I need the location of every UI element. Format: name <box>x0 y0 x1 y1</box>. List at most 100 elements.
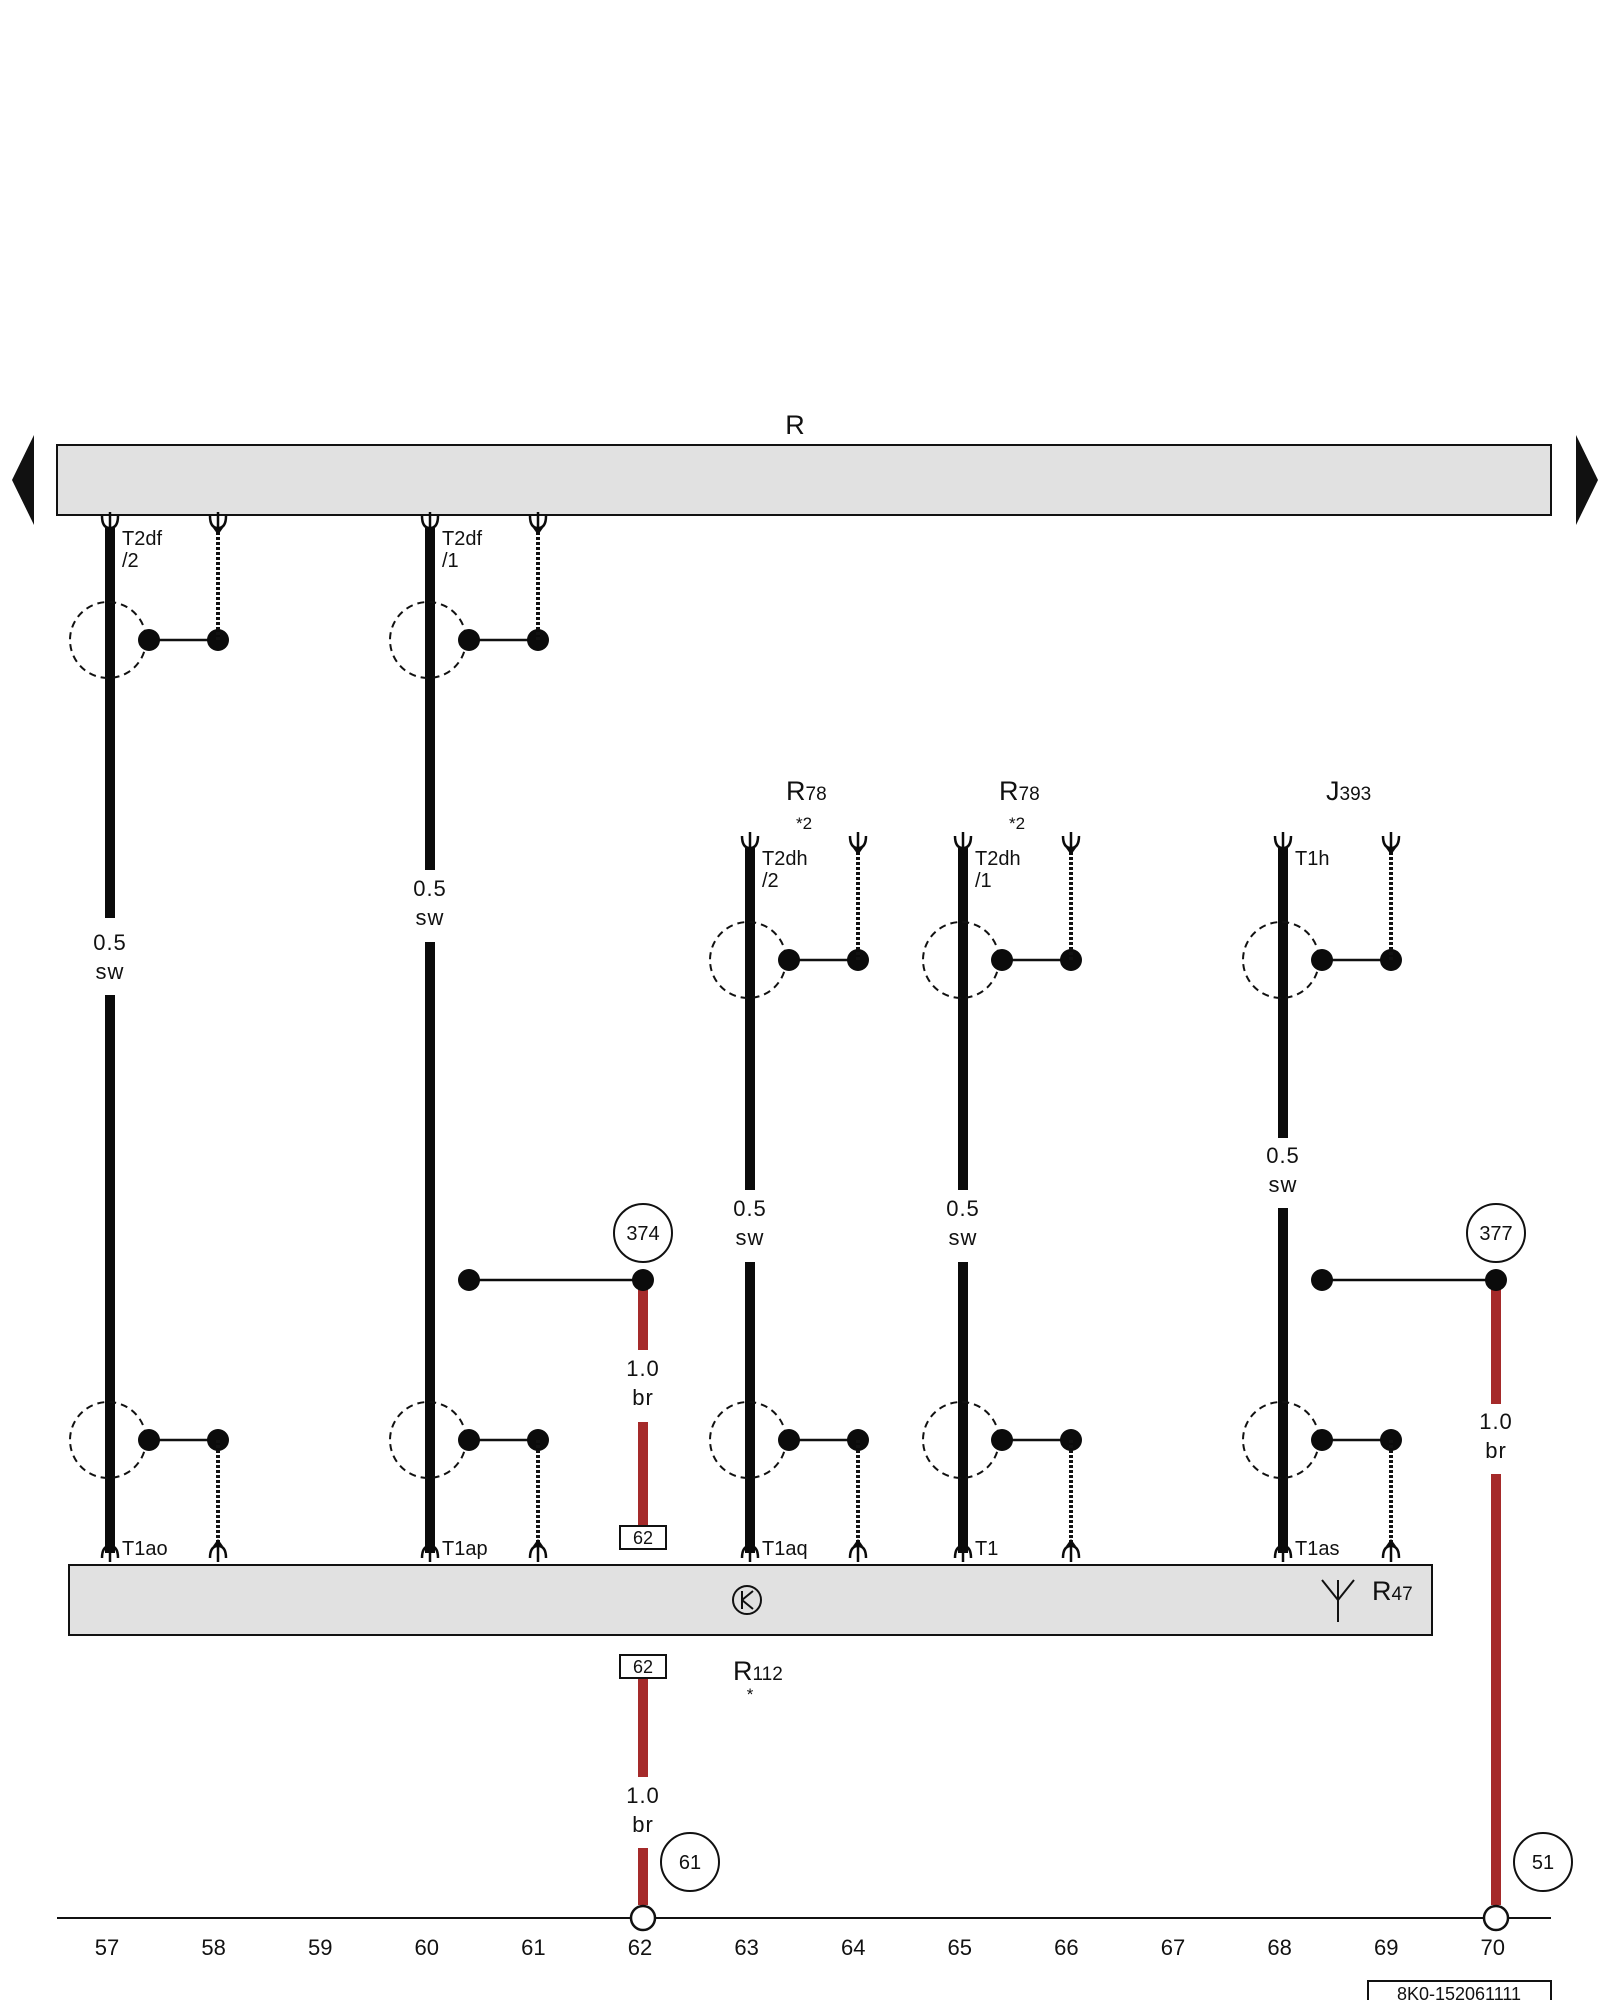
pin-t1as <box>1273 1537 1293 1564</box>
branch-374: 374 <box>458 1203 673 1291</box>
ref-377: 377 <box>1479 1223 1512 1245</box>
branch-377: 377 <box>1311 1203 1526 1291</box>
grid-number: 69 <box>1374 1935 1398 1960</box>
wire-70-size: 1.0 <box>1479 1409 1513 1434</box>
wire-70: 1.0 br <box>1479 1282 1513 1905</box>
continue-left-icon <box>12 435 34 525</box>
pin-box-lower: 62 <box>619 1654 667 1679</box>
ref-51: 51 <box>1532 1852 1554 1874</box>
wire-57: 0.5 sw <box>93 528 127 1553</box>
r112-label: R112 <box>733 1656 783 1686</box>
r78-label-a: R78 <box>786 776 827 806</box>
pin-t2dh-2 <box>740 830 760 857</box>
pin-t1ap <box>420 1537 440 1564</box>
wire-63: 0.5 sw <box>733 848 767 1553</box>
r78-note-a: *2 <box>796 814 812 833</box>
grid-number: 62 <box>628 1935 652 1960</box>
connector-t2dh-2-name: T2dh <box>762 848 808 870</box>
grid-number: 64 <box>841 1935 865 1960</box>
pin-t1aq-screen <box>848 1537 868 1564</box>
connectors-bottom-panel <box>100 1537 1401 1564</box>
connector-t1aq: T1aq <box>762 1538 808 1560</box>
pin-t1aq <box>740 1537 760 1564</box>
shield-68-top <box>1242 848 1402 999</box>
shield-60-top <box>389 528 549 679</box>
wire-62-upper-color: br <box>632 1385 654 1410</box>
wire-63-size: 0.5 <box>733 1196 767 1221</box>
grid-number: 61 <box>521 1935 545 1960</box>
wire-68-size: 0.5 <box>1266 1143 1300 1168</box>
top-component-label: R <box>785 410 805 440</box>
wire-65-size: 0.5 <box>946 1196 980 1221</box>
junction-70 <box>1482 1904 1510 1932</box>
wire-65-color: sw <box>949 1225 978 1250</box>
ref-374-circle <box>613 1203 673 1263</box>
shield-63-top <box>709 848 869 999</box>
grid-number: 66 <box>1054 1935 1078 1960</box>
pin-t1h <box>1273 830 1293 857</box>
top-component-body <box>56 444 1552 516</box>
grid-number: 68 <box>1267 1935 1291 1960</box>
document-id: 8K0-152061111 <box>1397 1984 1521 2000</box>
pin-t1ao-screen <box>208 1537 228 1564</box>
component-r112: R112 * <box>733 1656 783 1704</box>
connector-t1h: T1h <box>1295 848 1329 870</box>
antenna-icon <box>1321 1579 1355 1622</box>
shield-57-bottom <box>69 1401 229 1546</box>
grid-number: 57 <box>95 1935 119 1960</box>
shield-68-bottom <box>1242 1401 1402 1546</box>
connector-t2df-2-pin: /2 <box>122 550 139 572</box>
ref-374: 374 <box>626 1223 659 1245</box>
wire-68: 0.5 sw <box>1266 848 1300 1553</box>
r78-note-b: *2 <box>1009 814 1025 833</box>
pin-box-upper: 62 <box>619 1525 667 1550</box>
wire-62-lower-size: 1.0 <box>626 1783 660 1808</box>
grid-number: 58 <box>201 1935 225 1960</box>
connector-t1: T1 <box>975 1538 998 1560</box>
connector-t1as: T1as <box>1295 1538 1339 1560</box>
connector-t2dh-2-pin: /2 <box>762 870 779 892</box>
control-unit-label: R47 <box>1372 1576 1413 1606</box>
transistor-icon <box>732 1585 762 1615</box>
wire-60-size: 0.5 <box>413 876 447 901</box>
grid-number: 70 <box>1481 1935 1505 1960</box>
wire-57-size: 0.5 <box>93 930 127 955</box>
wire-62-upper-size: 1.0 <box>626 1356 660 1381</box>
pin-t2dh-1-screen <box>1061 830 1081 857</box>
ref-51-marker: 51 <box>1513 1832 1573 1892</box>
shield-60-bottom <box>389 1401 549 1546</box>
pin-t1ao <box>100 1537 120 1564</box>
pin-t1 <box>953 1537 973 1564</box>
wire-60: 0.5 sw <box>413 528 447 1553</box>
wire-63-color: sw <box>736 1225 765 1250</box>
connector-t2dh-1-pin: /1 <box>975 870 992 892</box>
connector-t2df-1-name: T2df <box>442 528 482 550</box>
pin-t1as-screen <box>1381 1537 1401 1564</box>
grid-number: 63 <box>734 1935 758 1960</box>
pin-t1-screen <box>1061 1537 1081 1564</box>
connector-t2df-1-pin: /1 <box>442 550 459 572</box>
connector-t2df-2-name: T2df <box>122 528 162 550</box>
pin-t1h-screen <box>1381 830 1401 857</box>
r112-note: * <box>747 1685 754 1704</box>
junction-62 <box>629 1904 657 1932</box>
wire-60-color: sw <box>416 905 445 930</box>
connector-t2dh-1-name: T2dh <box>975 848 1021 870</box>
top-component-r: R <box>12 410 1598 525</box>
wire-62-lower-color: br <box>632 1812 654 1837</box>
grid-number: 59 <box>308 1935 332 1960</box>
r78-label-b: R78 <box>999 776 1040 806</box>
shield-65-bottom <box>922 1401 1082 1546</box>
wire-65: 0.5 sw <box>946 848 980 1553</box>
pin-box-lower-label: 62 <box>633 1657 653 1677</box>
ref-377-circle <box>1466 1203 1526 1263</box>
ref-61-marker: 61 <box>660 1832 720 1892</box>
pin-t1ap-screen <box>528 1537 548 1564</box>
document-id-box: 8K0-152061111 <box>1367 1980 1552 2000</box>
wire-62-lower: 1.0 br <box>626 1678 660 1905</box>
wire-68-color: sw <box>1269 1172 1298 1197</box>
grid-number: 60 <box>415 1935 439 1960</box>
connector-t1ao: T1ao <box>122 1538 168 1560</box>
wire-62-upper: 1.0 br <box>626 1282 660 1527</box>
